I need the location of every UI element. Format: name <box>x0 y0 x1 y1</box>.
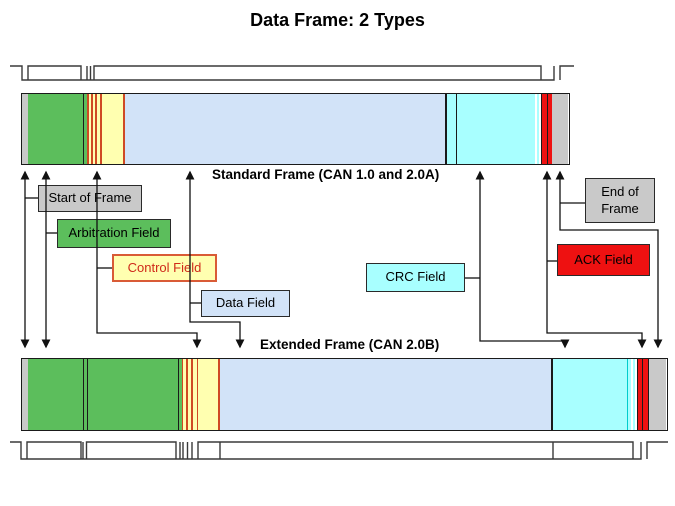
segment-control <box>88 94 91 164</box>
start-of-frame-label: Start of Frame <box>38 185 142 212</box>
segment-divider <box>546 94 548 164</box>
segment-divider <box>123 94 125 164</box>
segment-control <box>198 359 218 430</box>
segment-gap <box>539 94 541 164</box>
segment-crc <box>457 94 535 164</box>
segment-control <box>192 359 197 430</box>
segment-crc-delimiter <box>633 359 635 430</box>
segment-ack <box>542 94 547 164</box>
segment-data <box>124 94 445 164</box>
arbitration-field-label: Arbitration Field <box>57 219 171 248</box>
segment-ack <box>547 94 552 164</box>
segment-control <box>183 359 186 430</box>
segment-divider <box>191 359 193 430</box>
segment-divider <box>551 359 553 430</box>
standard-frame-bar <box>21 93 570 165</box>
segment-ack <box>642 359 648 430</box>
segment-control <box>92 94 95 164</box>
extended-frame-bar <box>21 358 668 431</box>
standard-bus-waveform <box>10 65 574 81</box>
segment-data <box>219 359 551 430</box>
segment-divider <box>641 359 643 430</box>
segment-gap <box>535 94 537 164</box>
segment-divider <box>218 359 220 430</box>
segment-divider <box>627 359 628 430</box>
control-field-label: Control Field <box>112 254 217 282</box>
segment-arbitration <box>28 359 83 430</box>
segment-arbitration <box>84 359 87 430</box>
segment-crc <box>628 359 631 430</box>
segment-arbitration <box>179 359 182 430</box>
segment-divider <box>636 359 638 430</box>
segment-crc-delimiter <box>537 94 539 164</box>
segment-divider <box>445 94 447 164</box>
end-of-frame-line2: Frame <box>601 200 639 216</box>
segment-gap <box>635 359 637 430</box>
segment-divider <box>91 94 93 164</box>
data-field-label: Data Field <box>201 290 290 317</box>
segment-divider <box>186 359 188 430</box>
segment-start-of-frame <box>22 359 28 430</box>
segment-divider <box>541 94 542 164</box>
segment-start-of-frame <box>22 94 28 164</box>
segment-divider <box>647 359 649 430</box>
segment-divider <box>82 94 84 164</box>
segment-divider <box>86 359 88 430</box>
segment-end-of-frame <box>552 94 568 164</box>
segment-arbitration <box>88 359 178 430</box>
segment-divider <box>196 359 198 430</box>
segment-arbitration <box>84 94 87 164</box>
extended-bus-waveform <box>10 441 668 460</box>
segment-control <box>101 94 123 164</box>
segment-control <box>187 359 191 430</box>
segment-arbitration <box>28 94 83 164</box>
segment-divider <box>455 94 457 164</box>
standard-frame-caption: Standard Frame (CAN 1.0 and 2.0A) <box>212 167 440 182</box>
end-of-frame-line1: End of <box>601 183 639 199</box>
segment-crc <box>552 359 627 430</box>
segment-divider <box>177 359 179 430</box>
segment-end-of-frame <box>648 359 666 430</box>
segment-divider <box>82 359 84 430</box>
crc-field-label: CRC Field <box>366 263 465 292</box>
page-title: Data Frame: 2 Types <box>250 10 425 30</box>
segment-ack <box>637 359 642 430</box>
crc-field-arrow <box>475 170 570 349</box>
segment-gap <box>631 359 633 430</box>
segment-divider <box>95 94 97 164</box>
ack-field-label: ACK Field <box>557 244 650 276</box>
segment-divider <box>87 94 89 164</box>
segment-divider <box>181 359 183 430</box>
segment-control <box>96 94 100 164</box>
segment-divider <box>100 94 102 164</box>
extended-frame-caption: Extended Frame (CAN 2.0B) <box>260 337 440 352</box>
segment-crc <box>446 94 456 164</box>
end-of-frame-label: End of Frame <box>585 178 655 223</box>
